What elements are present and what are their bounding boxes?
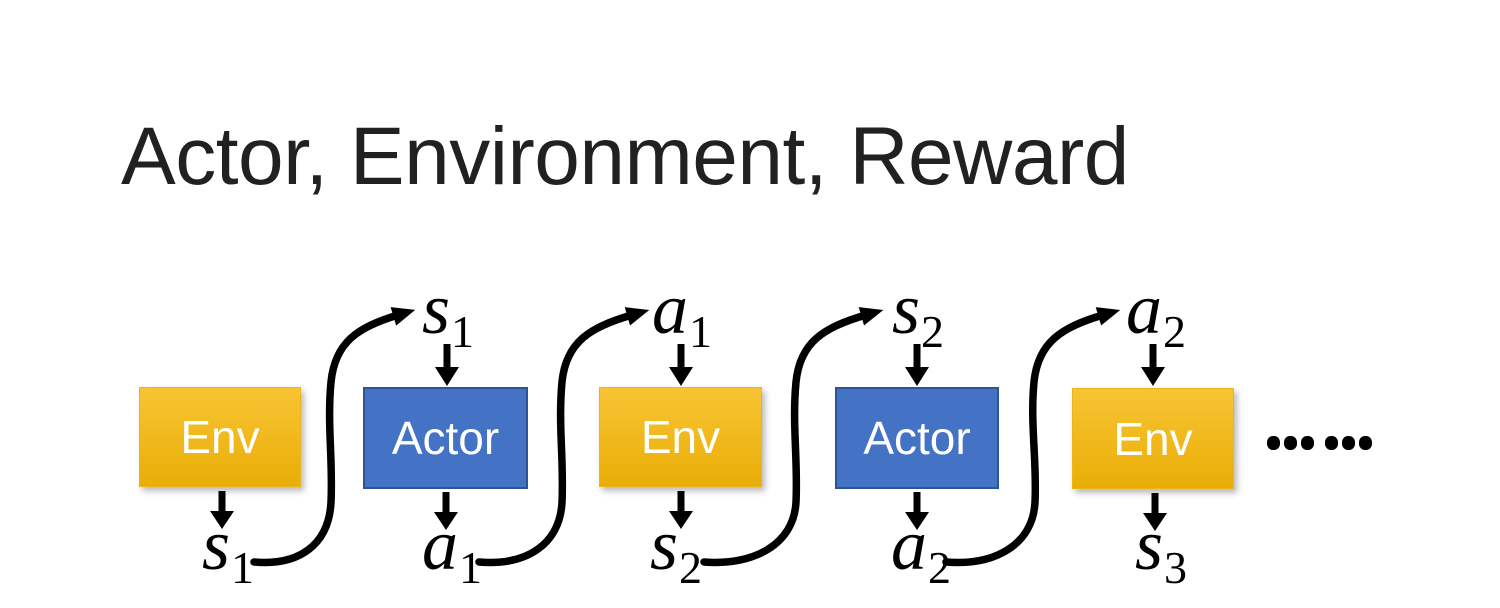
down-arrow-out-actor2-icon [905, 492, 929, 530]
top-label-a1: a1 [652, 273, 712, 355]
ellipsis-dot [1284, 436, 1297, 450]
bottom-label-s2: s2 [650, 509, 702, 591]
top-label-s2-base: s [891, 269, 921, 349]
top-label-s2: s2 [892, 273, 944, 355]
ellipsis-dots [1267, 436, 1376, 450]
top-label-a2: a2 [1126, 273, 1186, 355]
actor-box-2: Actor [835, 387, 999, 489]
env-box-1-label: Env [180, 411, 260, 463]
top-label-a1-base: a [652, 269, 688, 349]
down-arrow-out-env2-icon [669, 491, 693, 529]
ellipsis-dot [1267, 436, 1280, 450]
ellipsis-dot [1301, 436, 1314, 450]
page-title: Actor, Environment, Reward [121, 111, 1129, 202]
env-box-2-label: Env [640, 411, 721, 463]
ellipsis-dot [1342, 436, 1355, 450]
top-label-s2-sub: 2 [921, 306, 945, 357]
env-box-1: Env [139, 387, 301, 487]
down-arrow-into-actor1-icon [435, 344, 459, 386]
down-arrow-out-env3-icon [1143, 493, 1167, 531]
env-box-3-label: Env [1113, 412, 1193, 465]
env-box-3: Env [1072, 388, 1234, 489]
down-arrow-into-actor2-icon [905, 344, 929, 386]
bottom-label-s1-sub: 1 [231, 542, 255, 593]
down-arrow-out-actor1-icon [434, 492, 458, 530]
top-label-a1-sub: 1 [689, 306, 712, 357]
actor-box-1-label: Actor [391, 412, 500, 464]
env-box-2: Env [599, 387, 762, 487]
top-label-s1: s1 [422, 273, 474, 355]
bottom-label-s3-sub: 3 [1164, 542, 1188, 593]
bottom-label-a1-sub: 1 [459, 542, 482, 593]
bottom-label-a2-sub: 2 [928, 542, 951, 593]
down-arrow-out-env1-icon [210, 491, 234, 529]
bottom-label-s2-base: s [649, 505, 679, 585]
top-label-s1-sub: 1 [451, 306, 475, 357]
actor-box-1: Actor [363, 387, 528, 489]
down-arrow-into-env2-icon [669, 344, 693, 386]
top-label-a2-sub: 2 [1163, 306, 1186, 357]
top-label-s1-base: s [421, 269, 451, 349]
bottom-label-s2-sub: 2 [679, 542, 703, 593]
actor-box-2-label: Actor [863, 412, 971, 464]
ellipsis-dot [1359, 436, 1372, 450]
ellipsis-dot [1325, 436, 1338, 450]
top-label-a2-base: a [1126, 269, 1162, 349]
down-arrow-into-env3-icon [1141, 344, 1165, 386]
